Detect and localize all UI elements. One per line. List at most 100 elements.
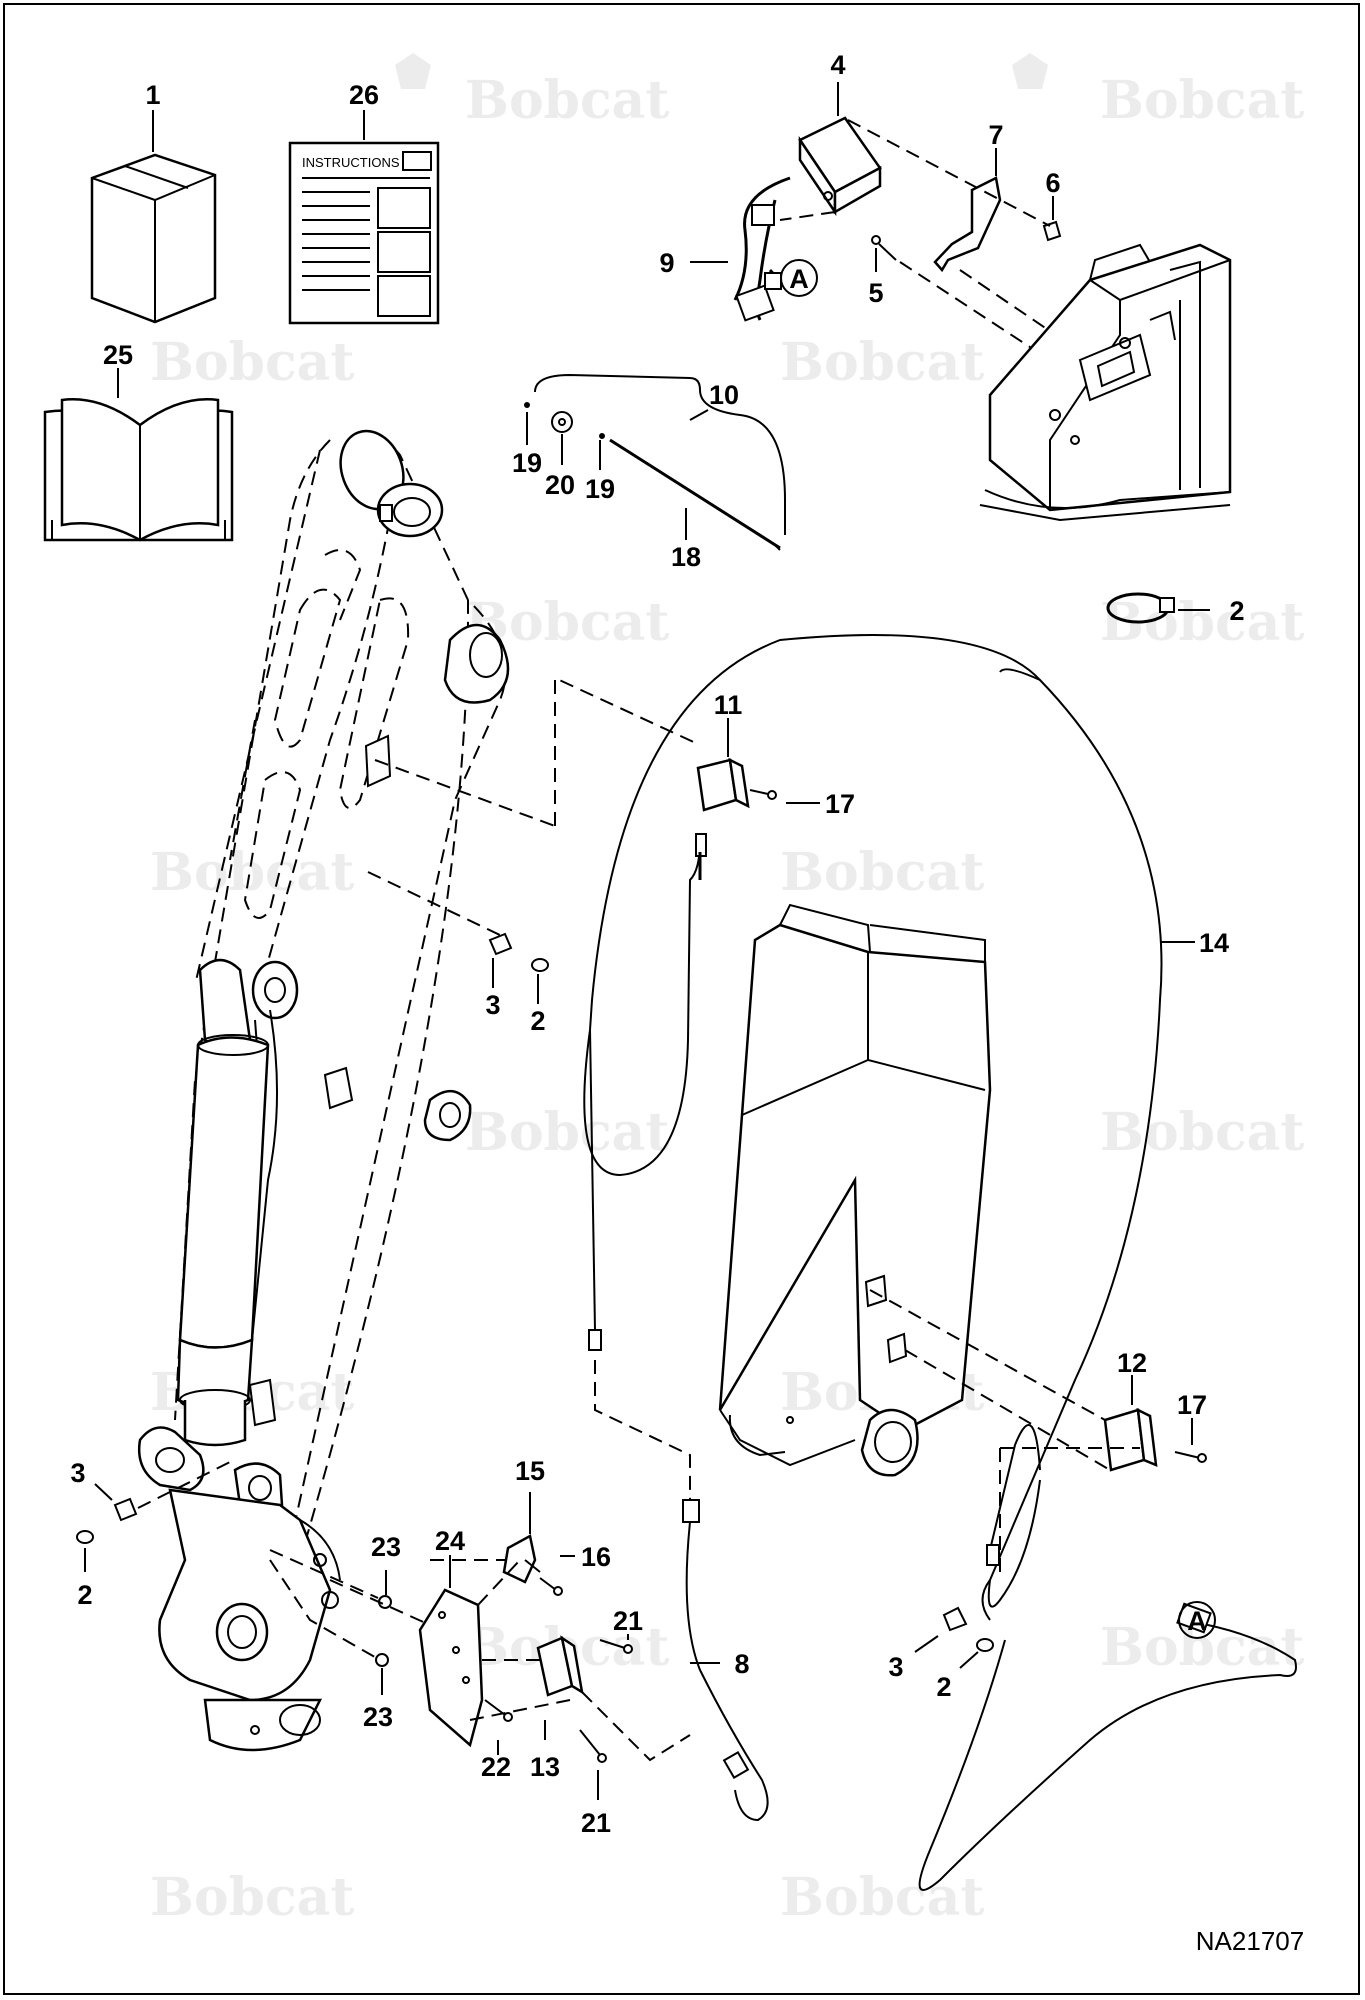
- part-tie-mount-icon: [488, 932, 513, 956]
- callout-17: 17: [825, 789, 855, 819]
- callout-2: 2: [530, 1006, 545, 1036]
- callout-22: 22: [481, 1752, 511, 1782]
- callout-5: 5: [868, 278, 883, 308]
- svg-text:Bobcat: Bobcat: [780, 1867, 984, 1928]
- callout-7: 7: [988, 120, 1003, 150]
- diagram-border: [3, 3, 1360, 1995]
- part-sensor-lower-icon: [1103, 1407, 1158, 1472]
- watermark: Bobcat: [150, 1867, 354, 1928]
- callout-labels: 1 26 25 4 7 6 9 5 10 19 20 19 18 2 11 17…: [70, 50, 1244, 1838]
- svg-text:Bobcat: Bobcat: [150, 1867, 354, 1928]
- part-pin-icon: [524, 402, 530, 408]
- callout-8: 8: [734, 1649, 749, 1679]
- svg-text:Bobcat: Bobcat: [150, 332, 354, 393]
- watermark: Bobcat: [780, 1867, 984, 1928]
- watermark: Bobcat: [150, 332, 354, 393]
- callout-21: 21: [581, 1808, 611, 1838]
- callout-20: 20: [545, 470, 575, 500]
- callout-15: 15: [515, 1456, 545, 1486]
- part-mounting-bracket-icon: [933, 176, 1002, 273]
- callout-26: 26: [349, 80, 379, 110]
- part-tie-mount-icon: [942, 1606, 968, 1632]
- connector-a-marker: A: [780, 259, 818, 297]
- callout-2: 2: [77, 1580, 92, 1610]
- part-control-module-icon: [798, 116, 882, 217]
- callout-24: 24: [435, 1526, 465, 1556]
- part-sensor-rod-icon: [609, 438, 781, 551]
- callout-18: 18: [671, 542, 701, 572]
- watermark: Bobcat: [780, 842, 984, 903]
- watermark: Bobcat: [395, 53, 669, 131]
- watermark: Bobcat: [1012, 53, 1304, 131]
- svg-text:Bobcat: Bobcat: [465, 1102, 669, 1163]
- callout-21: 21: [613, 1606, 643, 1636]
- watermark: Bobcat: [780, 332, 984, 393]
- part-cable-tie-icon: [531, 958, 549, 972]
- svg-text:Bobcat: Bobcat: [465, 70, 669, 131]
- svg-text:INSTRUCTIONS: INSTRUCTIONS: [302, 155, 400, 170]
- callout-16: 16: [581, 1542, 611, 1572]
- watermark: Bobcat: [465, 1102, 669, 1163]
- dipper-arm-icon: [718, 903, 992, 1477]
- operator-console-icon: [979, 243, 1232, 522]
- part-cable-tie-icon: [1106, 592, 1175, 624]
- callout-10: 10: [709, 380, 739, 410]
- svg-text:A: A: [789, 264, 809, 294]
- part-cable-short-icon: [594, 1360, 769, 1822]
- part-bolt-icon: [484, 1699, 513, 1722]
- svg-text:Bobcat: Bobcat: [150, 842, 354, 903]
- svg-text:A: A: [1187, 1606, 1207, 1636]
- part-sensor-upper-icon: [696, 757, 750, 812]
- part-nut-icon: [375, 1653, 389, 1667]
- callout-11: 11: [714, 690, 743, 720]
- part-clip-bracket-icon: [502, 1534, 541, 1584]
- watermark: Bobcat: [1100, 1102, 1304, 1163]
- boom-foot-icon: [137, 1426, 341, 1752]
- callout-19: 19: [512, 448, 542, 478]
- callout-17: 17: [1177, 1390, 1207, 1420]
- callout-3: 3: [485, 990, 500, 1020]
- callout-13: 13: [530, 1752, 560, 1782]
- callout-2: 2: [936, 1672, 951, 1702]
- callout-3: 3: [888, 1652, 903, 1682]
- part-sensor-bracket-icon: [418, 1588, 484, 1748]
- figure-code: NA21707: [1196, 1926, 1304, 1956]
- svg-text:Bobcat: Bobcat: [1100, 1102, 1304, 1163]
- callout-14: 14: [1199, 928, 1229, 958]
- callout-19: 19: [585, 474, 615, 504]
- part-cable-tie-icon: [976, 1638, 994, 1652]
- part-bolt-icon: [539, 1577, 563, 1596]
- callout-2: 2: [1229, 596, 1244, 626]
- part-sensor-block-icon: [536, 1635, 584, 1697]
- svg-text:Bobcat: Bobcat: [780, 842, 984, 903]
- callout-6: 6: [1045, 168, 1060, 198]
- part-screw-icon: [1174, 1451, 1207, 1463]
- callout-25: 25: [103, 340, 133, 370]
- part-wiring-harness-icon: [733, 176, 791, 322]
- boom-arm-icon: [174, 429, 510, 1591]
- callout-23: 23: [363, 1702, 393, 1732]
- callout-23: 23: [371, 1532, 401, 1562]
- callout-4: 4: [830, 50, 845, 80]
- connector-a-marker: A: [1178, 1601, 1216, 1639]
- svg-text:Bobcat: Bobcat: [780, 332, 984, 393]
- part-bolt-icon: [599, 1639, 633, 1654]
- part-manual-book-icon: [43, 398, 234, 542]
- callout-3: 3: [70, 1458, 85, 1488]
- part-washer-icon: [551, 411, 573, 433]
- part-cable-tie-icon: [76, 1530, 94, 1544]
- part-sensor-cable-icon: [583, 634, 1297, 1891]
- part-pin-icon: [599, 433, 605, 439]
- svg-text:Bobcat: Bobcat: [1100, 70, 1304, 131]
- part-screw-icon: [871, 235, 897, 261]
- callout-9: 9: [659, 248, 674, 278]
- callout-1: 1: [145, 80, 160, 110]
- part-tie-mount-icon: [113, 1497, 138, 1522]
- watermark: Bobcat: [150, 842, 354, 903]
- callout-12: 12: [1117, 1348, 1147, 1378]
- part-screw-icon: [749, 789, 777, 800]
- hydraulic-cylinder-icon: [176, 1034, 277, 1447]
- part-bolt-icon: [579, 1729, 607, 1763]
